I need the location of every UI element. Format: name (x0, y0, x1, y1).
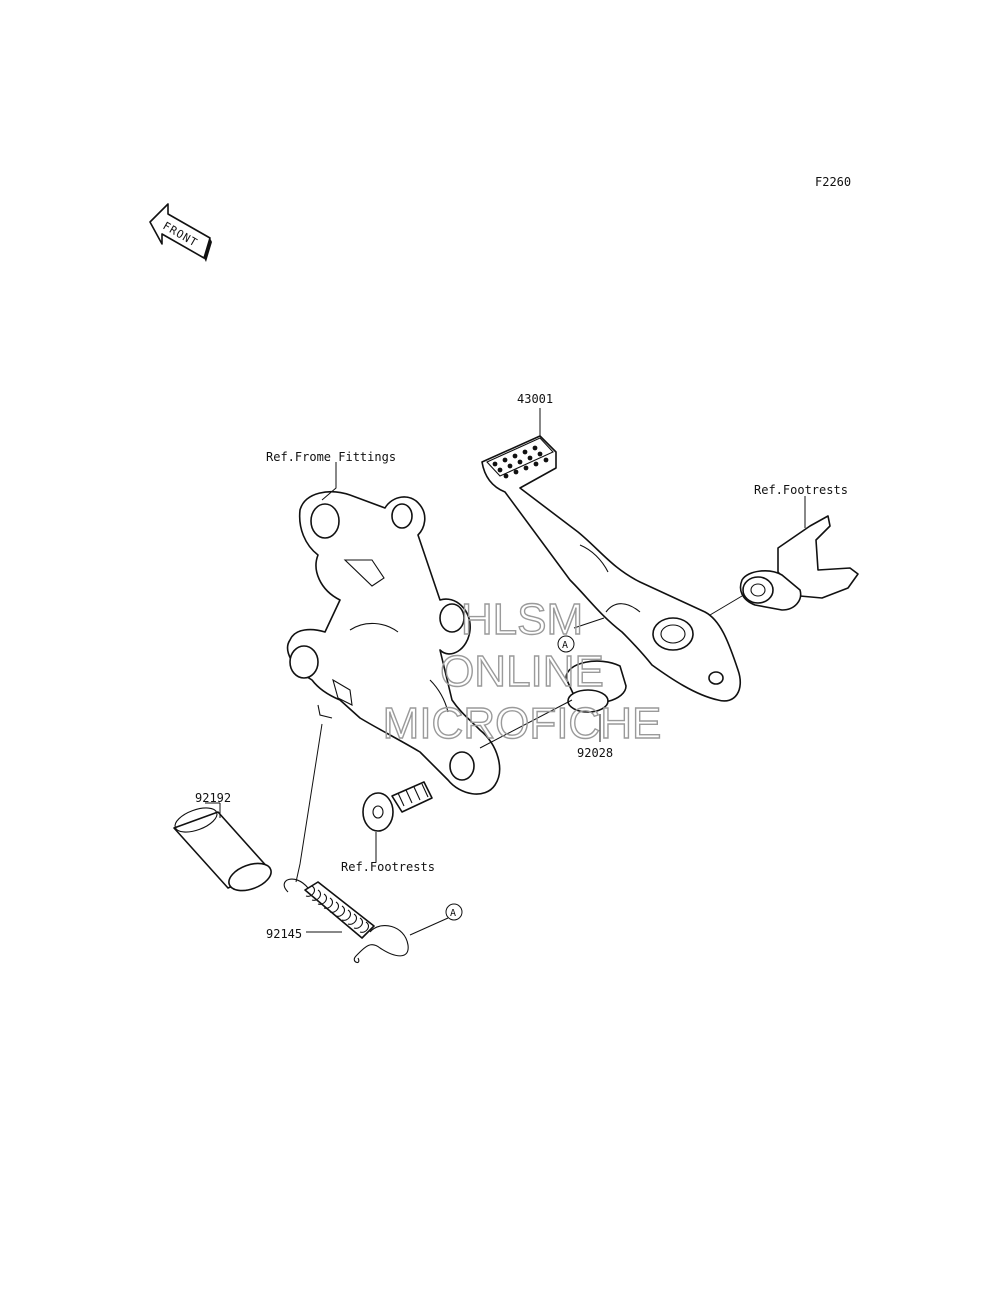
footrest-fitting (739, 515, 859, 611)
marker-a-lower-text: A (450, 908, 456, 919)
pedal-43001 (481, 435, 742, 702)
label-ref-footrests-bottom: Ref.Footrests (341, 860, 435, 874)
reference-marker-a-lower: A (445, 903, 463, 921)
label-92192: 92192 (195, 791, 231, 805)
collar-92028 (565, 660, 627, 713)
label-92028: 92028 (577, 746, 613, 760)
pivot-bolt (362, 781, 433, 832)
frame-bracket (286, 490, 501, 795)
sleeve-92192 (173, 807, 272, 892)
watermark-line-2: ONLINE (440, 647, 604, 696)
label-ref-frame-fittings: Ref.Frome Fittings (266, 450, 396, 464)
watermark-line-1: HLSM (461, 595, 583, 644)
label-92145: 92145 (266, 927, 302, 941)
figure-code: F2260 (815, 175, 851, 189)
leader-lines (205, 408, 806, 936)
watermark-line-3: MICROFICHE (383, 699, 662, 748)
front-direction-arrow-icon: FRONT (149, 203, 212, 262)
label-ref-footrests-top: Ref.Footrests (754, 483, 848, 497)
label-43001: 43001 (517, 392, 553, 406)
watermark: HLSM ONLINE MICROFICHE (382, 594, 662, 748)
pedal-tread (492, 445, 549, 479)
reference-marker-a-upper: A (557, 635, 575, 653)
marker-a-upper-text: A (562, 640, 568, 651)
spring-92145 (283, 878, 409, 964)
